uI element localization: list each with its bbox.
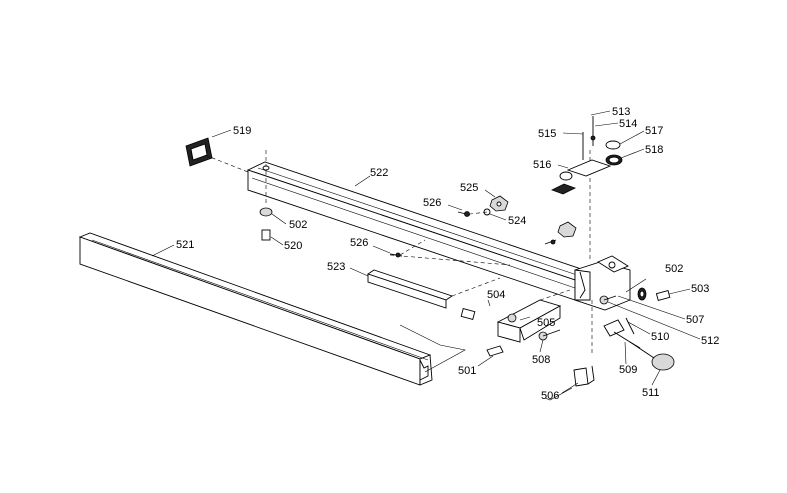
screws-part-526 <box>389 211 471 258</box>
pin-part-520 <box>259 150 273 241</box>
label-506: 506 <box>541 390 559 402</box>
label-526-upper: 526 <box>423 197 441 209</box>
handle-part-509 <box>603 317 675 371</box>
clip-part-506 <box>573 365 595 387</box>
label-505: 505 <box>537 317 555 329</box>
label-525: 525 <box>460 182 478 194</box>
part-labels: 513 514 515 517 518 516 519 522 525 526 … <box>176 106 719 402</box>
label-520: 520 <box>284 240 302 252</box>
washer-part-502 <box>637 287 647 301</box>
label-508: 508 <box>532 354 550 366</box>
label-509: 509 <box>619 364 637 376</box>
label-515: 515 <box>538 128 556 140</box>
label-522: 522 <box>370 167 388 179</box>
label-517: 517 <box>645 125 663 137</box>
label-507: 507 <box>686 314 704 326</box>
label-516: 516 <box>533 159 551 171</box>
label-502-right: 502 <box>665 263 683 275</box>
fence-rail-part-521 <box>78 232 433 386</box>
label-504: 504 <box>487 289 505 301</box>
label-512: 512 <box>701 335 719 347</box>
label-523: 523 <box>327 261 345 273</box>
pin-part-503 <box>655 289 671 301</box>
label-524: 524 <box>508 215 526 227</box>
cursor-assembly-513-518 <box>550 116 623 195</box>
end-cap-part-519 <box>185 137 249 173</box>
label-518: 518 <box>645 144 663 156</box>
label-514: 514 <box>619 118 637 130</box>
square-tube-part-522 <box>246 161 592 301</box>
lock-knob <box>544 221 577 245</box>
label-513: 513 <box>612 106 630 118</box>
label-511: 511 <box>642 387 660 399</box>
label-521: 521 <box>176 239 194 251</box>
knob-part-525 <box>469 195 509 216</box>
label-526-lower: 526 <box>350 237 368 249</box>
insert-part-501 <box>486 345 504 357</box>
fence-head-assembly <box>574 150 631 355</box>
screw-part-508 <box>538 329 561 341</box>
label-510: 510 <box>651 331 669 343</box>
label-501: 501 <box>458 365 476 377</box>
fence-plate-part-523 <box>366 254 511 309</box>
bracket-part-505 <box>460 289 571 343</box>
label-519: 519 <box>233 125 251 137</box>
label-502-left: 502 <box>289 219 307 231</box>
leader-lines <box>151 110 701 394</box>
label-503: 503 <box>691 283 709 295</box>
